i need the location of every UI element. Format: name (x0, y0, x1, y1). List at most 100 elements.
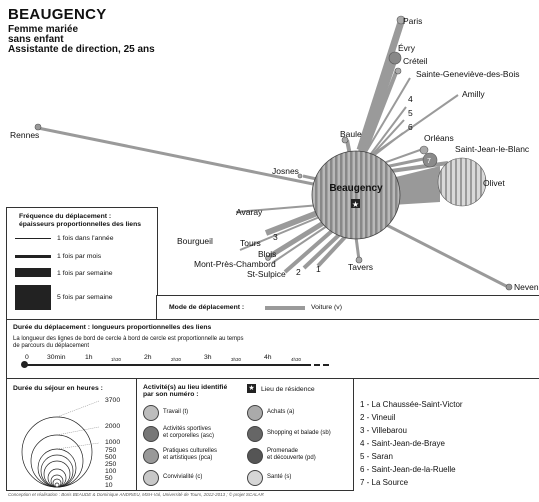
legend-mode-title: Mode de déplacement : (169, 304, 245, 311)
legend-frequency-title: Fréquence du déplacement : (19, 213, 112, 220)
legend-frequency: Fréquence du déplacement : épaisseurs pr… (6, 207, 158, 321)
activity-social-swatch (143, 470, 159, 486)
link-olivet (392, 166, 440, 205)
credits: Conception et réalisation : Boris BEAUDE… (8, 492, 264, 497)
link-tours (239, 215, 323, 251)
freq-label: 1 fois dans l'année (57, 235, 114, 242)
link-6 (371, 132, 404, 158)
numbered-place: 7 - La Source (360, 478, 409, 487)
activity-label: Convivialité (c) (163, 474, 203, 480)
duration-scale-extension (305, 364, 329, 366)
duration-tick: 1h30 (111, 357, 122, 362)
residence-star-icon: ★ (352, 200, 359, 209)
node-7 (422, 152, 438, 168)
duration-tick: 4h30 (291, 357, 302, 362)
label-amilly: Amilly (462, 89, 485, 99)
center-label: Beaugency (329, 183, 383, 194)
node-blois (265, 255, 271, 261)
legend-stay: Durée du séjour en heures : 3700 2000 10… (6, 378, 138, 491)
node-evry (388, 51, 402, 65)
activity-label: Travail (t) (163, 409, 189, 415)
profile-line: Assistante de direction, 25 ans (8, 44, 155, 55)
link-sjlb (383, 161, 449, 174)
freq-label: 5 fois par semaine (57, 294, 113, 301)
label-3: 3 (273, 232, 278, 242)
numbered-place: 3 - Villebarou (360, 426, 407, 435)
node-orleans (419, 145, 429, 155)
label-avaray: Avaray (236, 207, 263, 217)
numbered-place: 2 - Vineuil (360, 413, 396, 422)
link-evry (358, 53, 399, 154)
numbered-place: 5 - Saran (360, 452, 393, 461)
legend-duration: Durée du déplacement : longueurs proport… (6, 319, 539, 379)
node-josnes (297, 173, 303, 179)
node-neven (505, 283, 513, 291)
label-5: 5 (408, 108, 413, 118)
freq-line-yearly (15, 238, 51, 239)
profile-line: Femme mariée (8, 24, 79, 35)
activity-health-swatch (247, 470, 263, 486)
link-blois (268, 219, 327, 259)
profile-description: Femme mariée sans enfant Assistante de d… (8, 25, 155, 55)
stay-circle (40, 454, 74, 488)
label-tours: Tours (240, 238, 261, 248)
center-node (311, 150, 401, 240)
node-paris (396, 15, 406, 25)
activity-sport-swatch (143, 426, 159, 442)
duration-scale-bar (25, 364, 305, 366)
link-stsulpice (283, 228, 335, 274)
legend-activities: Activité(s) au lieu identifié par son nu… (136, 378, 354, 491)
label-1: 1 (316, 264, 321, 274)
legend-duration-title: Durée du déplacement : longueurs proport… (13, 324, 212, 331)
link-avaray (235, 204, 321, 213)
legend-duration-text: de parcours du déplacement (13, 343, 90, 349)
label-neven: Neven (514, 282, 539, 292)
activity-label: et corporelles (asc) (163, 433, 215, 439)
legend-activities-title2: par son numéro : (143, 391, 199, 398)
node-creteil (394, 67, 402, 75)
node-tavers (355, 256, 363, 264)
duration-tick: 4h (264, 354, 272, 361)
link-sgdb (365, 77, 411, 153)
legend-activities-title: Activité(s) au lieu identifié (143, 384, 228, 391)
label-stsulpice: St-Sulpice (247, 269, 286, 279)
label-josnes: Josnes (272, 166, 299, 176)
label-evry: Évry (398, 43, 416, 53)
legend-frequency-subtitle: épaisseurs proportionnelles des liens (19, 221, 142, 228)
activity-label: et découverte (pd) (267, 455, 316, 461)
numbered-place: 4 - Saint-Jean-de-Braye (360, 439, 445, 448)
activity-walk-swatch (247, 448, 263, 464)
duration-tick: 30min (47, 354, 66, 361)
mode-car-line (265, 306, 305, 310)
stay-value: 100 (105, 468, 117, 475)
link-creteil (363, 69, 399, 153)
activity-label: Achats (a) (267, 409, 295, 415)
label-rennes: Rennes (10, 130, 39, 140)
freq-label: 1 fois par semaine (57, 270, 113, 277)
label-sjlb: Saint-Jean-le-Blanc (455, 144, 530, 154)
page-title: BEAUGENCY (8, 6, 107, 23)
label-2: 2 (296, 267, 301, 277)
activity-stroll-swatch (247, 426, 263, 442)
numbered-place: 6 - Saint-Jean-de-la-Ruelle (360, 465, 456, 474)
numbered-place: 1 - La Chaussée-Saint-Victor (360, 400, 463, 409)
activity-label: Santé (s) (267, 474, 292, 480)
freq-line-weekly (15, 268, 51, 277)
link-mpc (271, 225, 328, 264)
residence-label: Lieu de résidence (261, 386, 315, 393)
duration-tick: 2h30 (171, 357, 182, 362)
destination-nodes (34, 15, 513, 291)
duration-tick: 1h (85, 354, 93, 361)
stay-value: 1000 (105, 439, 121, 446)
duration-tick: 3h30 (231, 357, 242, 362)
freq-label: 1 fois par mois (57, 253, 102, 260)
label-6: 6 (408, 122, 413, 132)
legend-stay-title: Durée du séjour en heures : (13, 385, 103, 392)
freq-line-monthly (15, 255, 51, 258)
activity-label: Activités sportives (163, 426, 212, 432)
activity-work-swatch (143, 405, 159, 421)
stay-value: 750 (105, 447, 117, 454)
node-baule (341, 136, 349, 144)
stay-value: 500 (105, 454, 117, 461)
